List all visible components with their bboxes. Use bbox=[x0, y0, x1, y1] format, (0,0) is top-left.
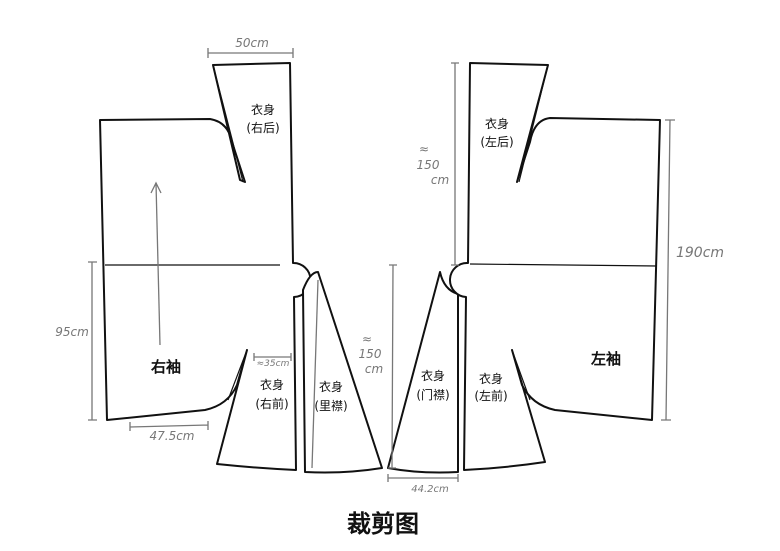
arrow-head-icon bbox=[150, 181, 162, 194]
sleeve-height-dimension bbox=[88, 261, 97, 421]
top-width-dimension bbox=[207, 48, 294, 58]
left-slit bbox=[518, 64, 549, 183]
total-length-dimension bbox=[661, 119, 675, 421]
left-front-label: 衣身 bbox=[479, 371, 503, 386]
lapel-length-dimension bbox=[388, 264, 397, 469]
left-shoulder-line bbox=[469, 263, 658, 267]
left-back-sublabel: (左后) bbox=[480, 134, 513, 149]
back-length-unit: cm bbox=[431, 173, 449, 187]
right-front-slit bbox=[227, 349, 248, 401]
back-length-value: 150 bbox=[417, 158, 440, 172]
right-slit bbox=[212, 64, 244, 183]
right-front-sublabel: (右前) bbox=[255, 396, 288, 411]
front-top-dimension bbox=[253, 353, 292, 361]
left-front-sublabel: (左前) bbox=[474, 388, 507, 403]
left-front-slit bbox=[511, 349, 531, 401]
left-body-piece bbox=[449, 62, 661, 471]
inner-lapel-label: 衣身 bbox=[319, 379, 343, 394]
right-front-label: 衣身 bbox=[260, 377, 284, 392]
lapel-length-unit: cm bbox=[365, 362, 383, 376]
lapel-bottom-dimension bbox=[387, 474, 459, 482]
top-width-text: 50cm bbox=[235, 36, 269, 50]
front-lapel-label: 衣身 bbox=[421, 368, 445, 383]
left-back-label: 衣身 bbox=[485, 116, 509, 131]
sleeve-width-text: 47.5cm bbox=[149, 429, 194, 443]
left-sleeve-label: 左袖 bbox=[590, 350, 621, 368]
inner-lapel-sublabel: (里襟) bbox=[314, 398, 347, 413]
front-top-text: ≈35cm bbox=[257, 359, 290, 369]
diagram-title: 裁剪图 bbox=[347, 510, 419, 538]
sleeve-height-text: 95cm bbox=[55, 325, 89, 339]
inner-lapel-piece bbox=[302, 271, 383, 474]
right-sleeve-label: 右袖 bbox=[151, 358, 181, 376]
total-length-text: 190cm bbox=[676, 245, 724, 261]
front-lapel-sublabel: (门襟) bbox=[416, 387, 449, 402]
right-back-label: 衣身 bbox=[251, 102, 275, 117]
sleeve-width-dimension bbox=[129, 421, 209, 431]
lapel-length-value: 150 bbox=[359, 347, 382, 361]
right-back-sublabel: (右后) bbox=[246, 120, 279, 135]
sleeve-grain-arrow bbox=[155, 182, 161, 346]
inner-lapel-grain-line bbox=[311, 279, 319, 469]
back-length-dimension bbox=[451, 62, 459, 266]
front-lapel-piece bbox=[387, 271, 459, 474]
lapel-bottom-text: 44.2cm bbox=[411, 484, 449, 495]
back-length-approx: ≈ bbox=[419, 142, 429, 156]
lapel-length-approx: ≈ bbox=[362, 332, 372, 346]
